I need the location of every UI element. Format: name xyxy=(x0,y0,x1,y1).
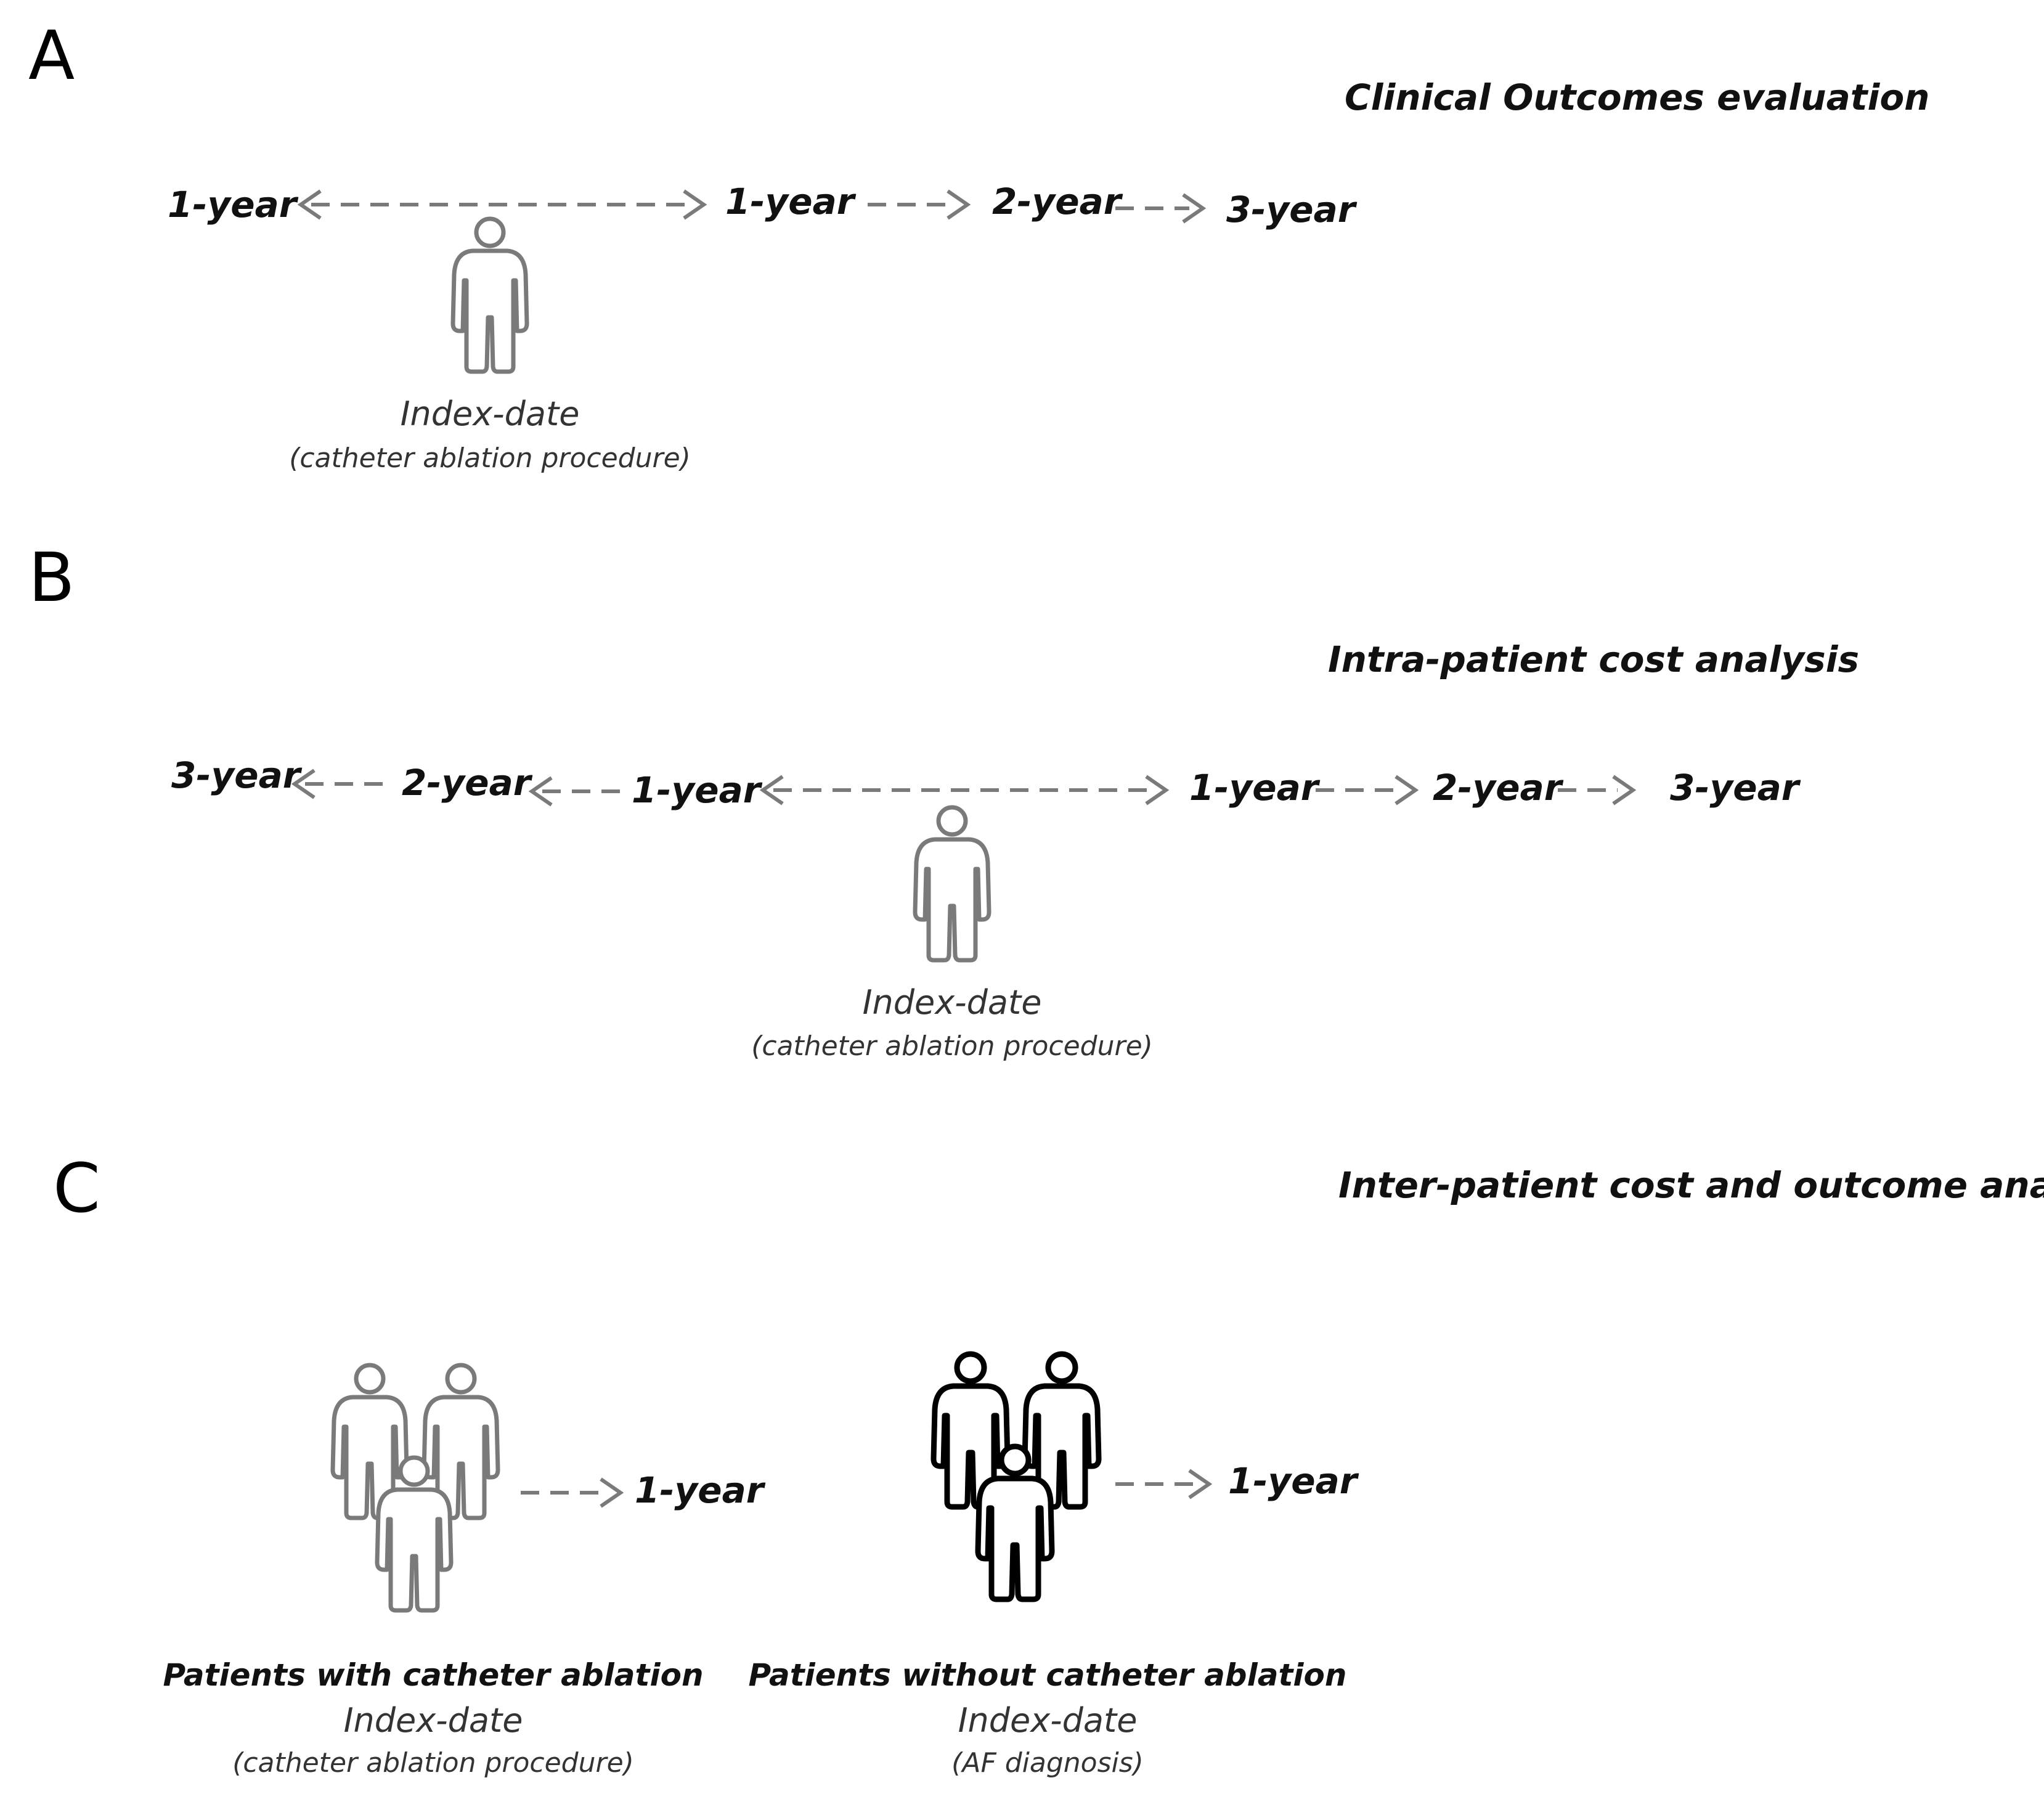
panel-c: C Inter-patient cost and outcome analysi… xyxy=(53,1149,2044,1779)
group-without-ablation-year: 1-year xyxy=(1228,1460,1359,1502)
panel-a-year-1: 1-year xyxy=(725,181,857,222)
panel-a-index-sub: (catheter ablation procedure) xyxy=(289,443,691,474)
panel-a-year-2: 2-year xyxy=(992,181,1123,222)
group-without-ablation-icon xyxy=(934,1354,1099,1599)
panel-b-index-label: Index-date xyxy=(863,983,1042,1022)
group-without-ablation-name: Patients without catheter ablation xyxy=(749,1657,1347,1693)
group-without-ablation-index-sub: (AF diagnosis) xyxy=(951,1747,1144,1779)
panel-a-year-before: 1-year xyxy=(168,184,299,226)
panel-a-arrowhead-right xyxy=(683,189,707,220)
panel-b-arrowhead-right xyxy=(1145,775,1170,806)
group-with-ablation-icon xyxy=(333,1365,498,1610)
group-with-ablation-year: 1-year xyxy=(635,1469,766,1511)
panel-a-patient-icon xyxy=(453,219,527,372)
group-with-ablation: 1-year Patients with catheter ablation I… xyxy=(163,1365,766,1779)
panel-b-index-sub: (catheter ablation procedure) xyxy=(751,1030,1153,1062)
group-with-ablation-index-label: Index-date xyxy=(344,1701,523,1740)
panel-a-title: Clinical Outcomes evaluation xyxy=(1345,76,1929,118)
panel-b-year-2-before: 2-year xyxy=(402,762,533,804)
panel-c-letter: C xyxy=(53,1149,100,1228)
panel-b-year-3-before: 3-year xyxy=(171,754,303,796)
panel-a-arrowhead-left xyxy=(297,189,322,220)
panel-b-arrowhead-3-before xyxy=(291,769,316,799)
panel-a-arrowhead-1-2 xyxy=(947,189,971,220)
group-with-ablation-arrowhead xyxy=(600,1477,624,1508)
panel-b-title: Intra-patient cost analysis xyxy=(1328,638,1859,680)
group-without-ablation-arrowhead xyxy=(1188,1469,1213,1499)
group-with-ablation-name: Patients with catheter ablation xyxy=(163,1657,703,1693)
panel-a-index-label: Index-date xyxy=(401,394,580,433)
panel-a-year-3: 3-year xyxy=(1226,189,1358,230)
panel-b: B Intra-patient cost analysis 3-year 2-y… xyxy=(28,538,1859,1062)
panel-b-letter: B xyxy=(28,538,75,617)
panel-b-year-3-after: 3-year xyxy=(1670,767,1801,809)
panel-b-year-2-after: 2-year xyxy=(1433,767,1564,809)
group-without-ablation: 1-year Patients without catheter ablatio… xyxy=(749,1354,1359,1779)
panel-a-letter: A xyxy=(28,16,75,95)
group-with-ablation-index-sub: (catheter ablation procedure) xyxy=(232,1747,634,1779)
panel-b-year-1-after: 1-year xyxy=(1189,767,1321,809)
panel-a-arrowhead-2-3 xyxy=(1182,193,1207,224)
panel-c-title: Inter-patient cost and outcome analysis xyxy=(1338,1164,2044,1206)
panel-b-arrowhead-2-3-after xyxy=(1612,775,1637,806)
panel-b-arrowhead-2-before xyxy=(528,776,553,807)
panel-b-patient-icon xyxy=(915,807,989,960)
group-without-ablation-index-label: Index-date xyxy=(958,1701,1138,1740)
panel-b-year-1-before: 1-year xyxy=(632,769,763,811)
panel-b-arrowhead-left xyxy=(759,775,784,806)
panel-b-arrowhead-1-2-after xyxy=(1395,775,1419,806)
panel-a: A Clinical Outcomes evaluation 1-year 1-… xyxy=(28,16,1929,474)
